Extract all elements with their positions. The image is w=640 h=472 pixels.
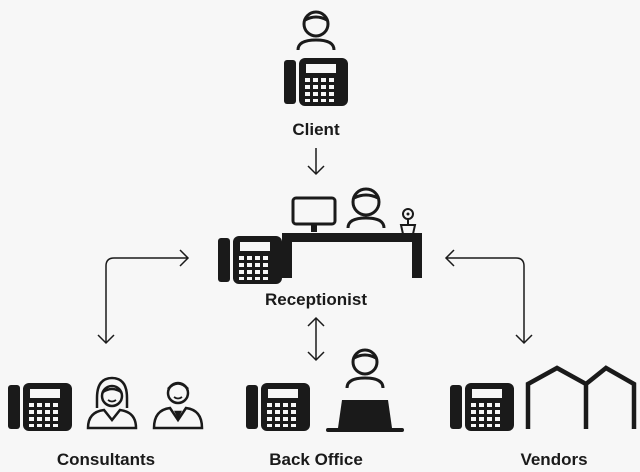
person-icon — [346, 187, 386, 229]
man-icon — [152, 381, 204, 430]
receptionist-label: Receptionist — [264, 290, 368, 309]
back-office-node — [246, 348, 404, 432]
flower-pot-icon — [399, 208, 417, 235]
edge-client-receptionist — [307, 148, 325, 176]
edge-vendors-receptionist — [444, 249, 533, 345]
vendors-node — [450, 365, 637, 431]
desk-phone-icon — [8, 383, 72, 431]
monitor-icon — [291, 196, 337, 232]
receptionist-node — [218, 187, 422, 284]
desk-icon — [282, 233, 422, 278]
desk-phone-icon — [246, 383, 310, 431]
desk-phone-icon — [218, 236, 282, 284]
building-icon — [525, 365, 637, 429]
desk-phone-icon — [450, 383, 514, 431]
desk-phone-icon — [284, 58, 348, 106]
person-icon — [296, 10, 336, 52]
person-icon — [345, 348, 385, 390]
consultants-node — [8, 376, 204, 431]
back-office-label: Back Office — [269, 450, 363, 469]
woman-icon — [86, 376, 138, 430]
edge-consultants-receptionist — [97, 249, 190, 345]
client-label: Client — [292, 120, 340, 139]
laptop-icon — [326, 400, 404, 432]
client-node — [284, 10, 348, 106]
vendors-label: Vendors — [520, 450, 588, 469]
edge-receptionist-back-office — [307, 316, 325, 362]
consultants-label: Consultants — [56, 450, 156, 469]
